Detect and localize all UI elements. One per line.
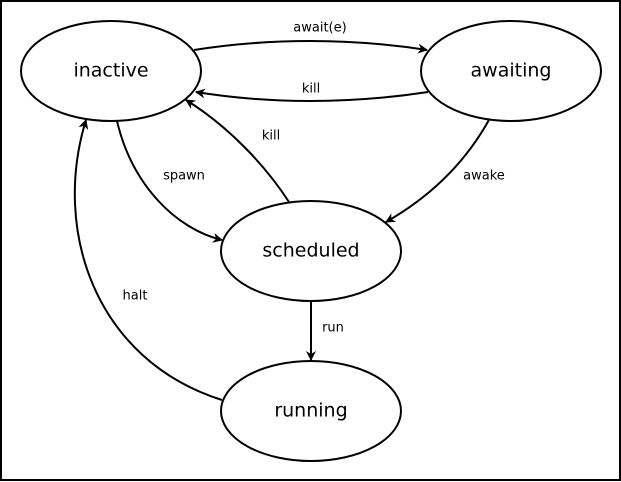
state-awaiting-label: awaiting (471, 60, 552, 82)
state-scheduled-label: scheduled (262, 240, 359, 262)
edge-awake-label: awake (463, 169, 505, 184)
edge-await-line (193, 40, 428, 54)
edge-spawn-label: spawn (163, 169, 205, 184)
edge-kill-awaiting-label: kill (302, 82, 320, 97)
edge-kill-awaiting-line (195, 88, 429, 102)
edge-kill-scheduled-line (185, 99, 290, 203)
state-awaiting-node (420, 20, 602, 122)
edge-halt-line (73, 119, 223, 401)
edge-awake-line (385, 117, 491, 223)
edge-await-label: await(e) (293, 21, 346, 36)
state-inactive-label: inactive (73, 60, 148, 82)
edge-halt-label: halt (123, 289, 148, 304)
state-running-node (220, 360, 402, 462)
edge-kill-scheduled-label: kill (262, 129, 280, 144)
edge-run-label: run (322, 321, 344, 336)
edge-spawn-line (116, 120, 223, 243)
state-scheduled-node (220, 200, 402, 302)
state-running-label: running (274, 400, 347, 422)
state-inactive-node (20, 20, 202, 122)
